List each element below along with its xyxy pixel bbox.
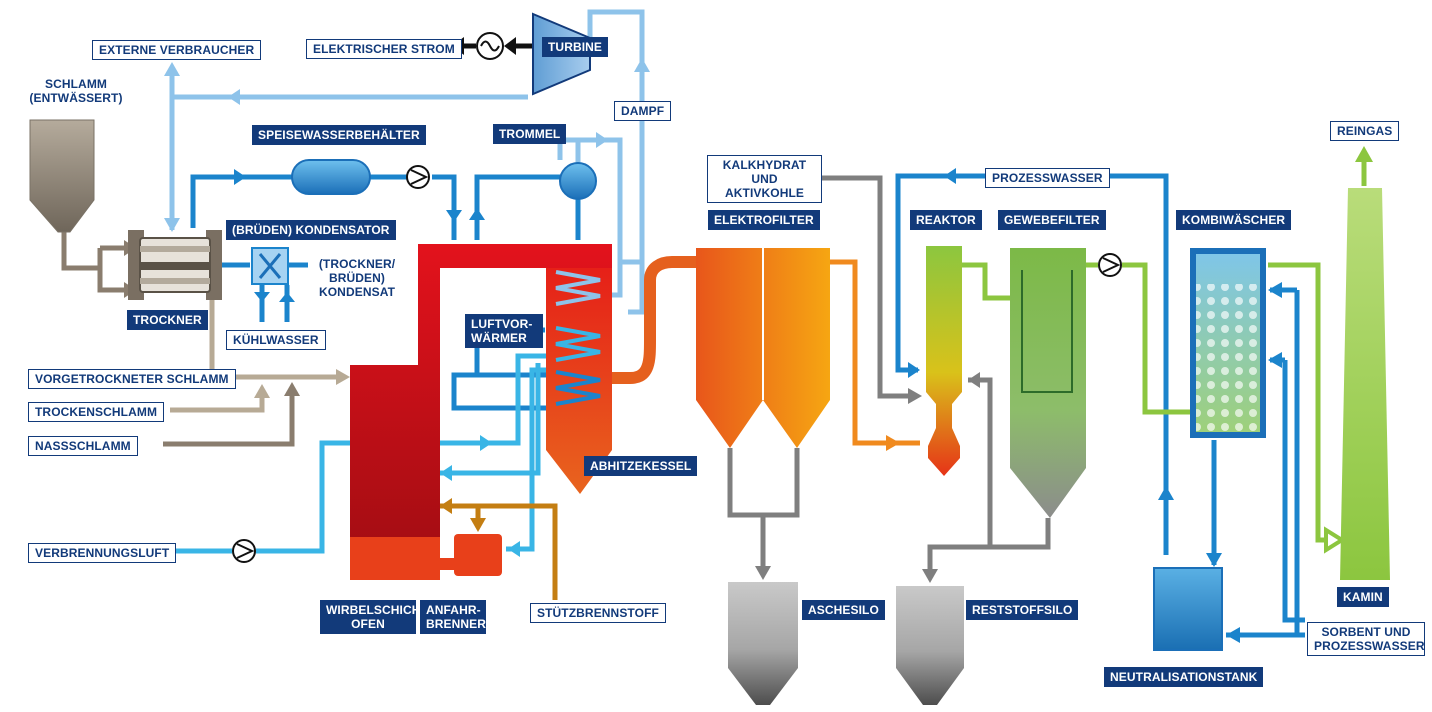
label-chimney: KAMIN xyxy=(1337,587,1389,607)
label-ash-silo: ASCHESILO xyxy=(802,600,885,620)
label-sludge-dewatered: SCHLAMM (ENTWÄSSERT) xyxy=(29,77,123,105)
arrow-icon xyxy=(596,132,608,148)
label-startup-burner: ANFAHR- BRENNER xyxy=(420,600,486,634)
arrow-icon xyxy=(284,382,300,396)
feedwater-tank xyxy=(291,159,371,195)
arrow-icon xyxy=(440,498,452,514)
residue-silo xyxy=(896,586,964,705)
chimney xyxy=(1340,188,1390,580)
label-fluidized-bed-furnace: WIRBELSCHICHT OFEN xyxy=(320,600,428,634)
label-condensate: (TROCKNER/ BRÜDEN) KONDENSAT xyxy=(318,257,396,299)
label-lime-and-activated-carbon: KALKHYDRAT UND AKTIVKOHLE xyxy=(707,155,822,203)
arrow-icon xyxy=(254,384,270,398)
label-external-consumers: EXTERNE VERBRAUCHER xyxy=(92,40,262,60)
arrow-icon xyxy=(480,435,492,451)
heat-exchanger-coil xyxy=(555,270,601,406)
generator-icon xyxy=(476,32,504,60)
arrow-icon xyxy=(1226,627,1240,643)
label-reactor: REAKTOR xyxy=(910,210,982,230)
arrow-icon xyxy=(254,292,270,302)
arrow-icon xyxy=(1206,553,1222,567)
combi-scrubber xyxy=(1190,248,1266,438)
label-turbine: TURBINE xyxy=(542,37,609,57)
label-electric-power: ELEKTRISCHER STROM xyxy=(306,39,462,59)
label-cooling-water: KÜHLWASSER xyxy=(226,330,326,350)
label-waste-heat-boiler: ABHITZEKESSEL xyxy=(584,456,698,476)
arrow-icon xyxy=(1355,146,1373,162)
arrow-icon xyxy=(1268,352,1282,368)
arrow-icon xyxy=(908,388,922,404)
arrow-icon xyxy=(164,218,180,232)
arrow-icon xyxy=(1268,282,1282,298)
arrow-icon xyxy=(440,465,452,481)
arrow-icon xyxy=(504,37,516,55)
steam-drum xyxy=(559,162,597,200)
arrow-icon xyxy=(908,362,920,378)
condenser xyxy=(251,247,289,285)
arrow-icon xyxy=(470,518,486,532)
sludge-bunker xyxy=(29,119,95,233)
label-support-fuel: STÜTZBRENNSTOFF xyxy=(530,603,666,623)
arrow-icon xyxy=(755,566,771,580)
label-sorbent-and-process-water: SORBENT UND PROZESSWASSER xyxy=(1307,622,1425,656)
label-dryer: TROCKNER xyxy=(127,310,208,330)
arrow-icon xyxy=(446,210,462,222)
arrow-icon xyxy=(944,168,956,184)
label-residue-silo: RESTSTOFFSILO xyxy=(966,600,1079,620)
flue-gas-duct xyxy=(612,256,700,384)
label-feedwater-tank: SPEISEWASSERBEHÄLTER xyxy=(252,125,426,145)
label-dry-sludge: TROCKENSCHLAMM xyxy=(28,402,165,422)
ash-pipe xyxy=(727,175,1051,578)
arrow-icon xyxy=(234,169,246,185)
arrow-icon xyxy=(336,369,350,385)
label-vapour-condenser: (BRÜDEN) KONDENSATOR xyxy=(226,220,396,240)
arrow-icon xyxy=(469,208,485,220)
arrow-icon xyxy=(968,372,980,388)
arrow-icon xyxy=(508,541,520,557)
label-drum: TROMMEL xyxy=(493,124,567,144)
arrowheads xyxy=(124,37,1373,643)
neutralisation-tank xyxy=(1153,567,1223,651)
waste-heat-boiler xyxy=(546,268,612,494)
fluidized-bed-furnace xyxy=(350,244,612,580)
startup-burner xyxy=(440,534,502,576)
electrostatic-precipitator xyxy=(696,248,830,448)
pump-icon xyxy=(1098,253,1122,277)
label-wet-sludge: NASSSCHLAMM xyxy=(28,436,138,456)
label-air-preheater: LUFTVOR- WÄRMER xyxy=(465,314,543,348)
label-electrostatic-precipitator: ELEKTROFILTER xyxy=(708,210,820,230)
ash-silo xyxy=(728,582,798,705)
label-bag-filter: GEWEBEFILTER xyxy=(998,210,1106,230)
flue-gas-pipe xyxy=(830,259,920,446)
arrow-icon xyxy=(634,58,650,72)
arrow-icon xyxy=(164,62,180,76)
arrow-icon xyxy=(279,292,295,302)
arrow-icon xyxy=(886,435,900,451)
label-clean-gas: REINGAS xyxy=(1330,121,1400,141)
label-process-water: PROZESSWASSER xyxy=(985,168,1110,188)
wet-sludge-pipe xyxy=(61,232,295,447)
arrow-icon xyxy=(228,89,240,105)
label-steam: DAMPF xyxy=(614,101,672,121)
arrow-icon xyxy=(1158,486,1174,500)
arrow-icon xyxy=(922,569,938,583)
steam-pipe xyxy=(169,9,645,315)
pump-icon xyxy=(232,539,256,563)
pump-icon xyxy=(406,165,430,189)
bag-filter xyxy=(1010,248,1086,518)
label-combustion-air: VERBRENNUNGSLUFT xyxy=(28,543,177,563)
label-predried-sludge: VORGETROCKNETER SCHLAMM xyxy=(28,369,236,389)
reactor xyxy=(926,246,962,476)
dryer xyxy=(128,230,222,300)
label-combi-scrubber: KOMBIWÄSCHER xyxy=(1176,210,1292,230)
arrow-icon xyxy=(1324,526,1346,554)
label-neutralisation-tank: NEUTRALISATIONSTANK xyxy=(1104,667,1264,687)
